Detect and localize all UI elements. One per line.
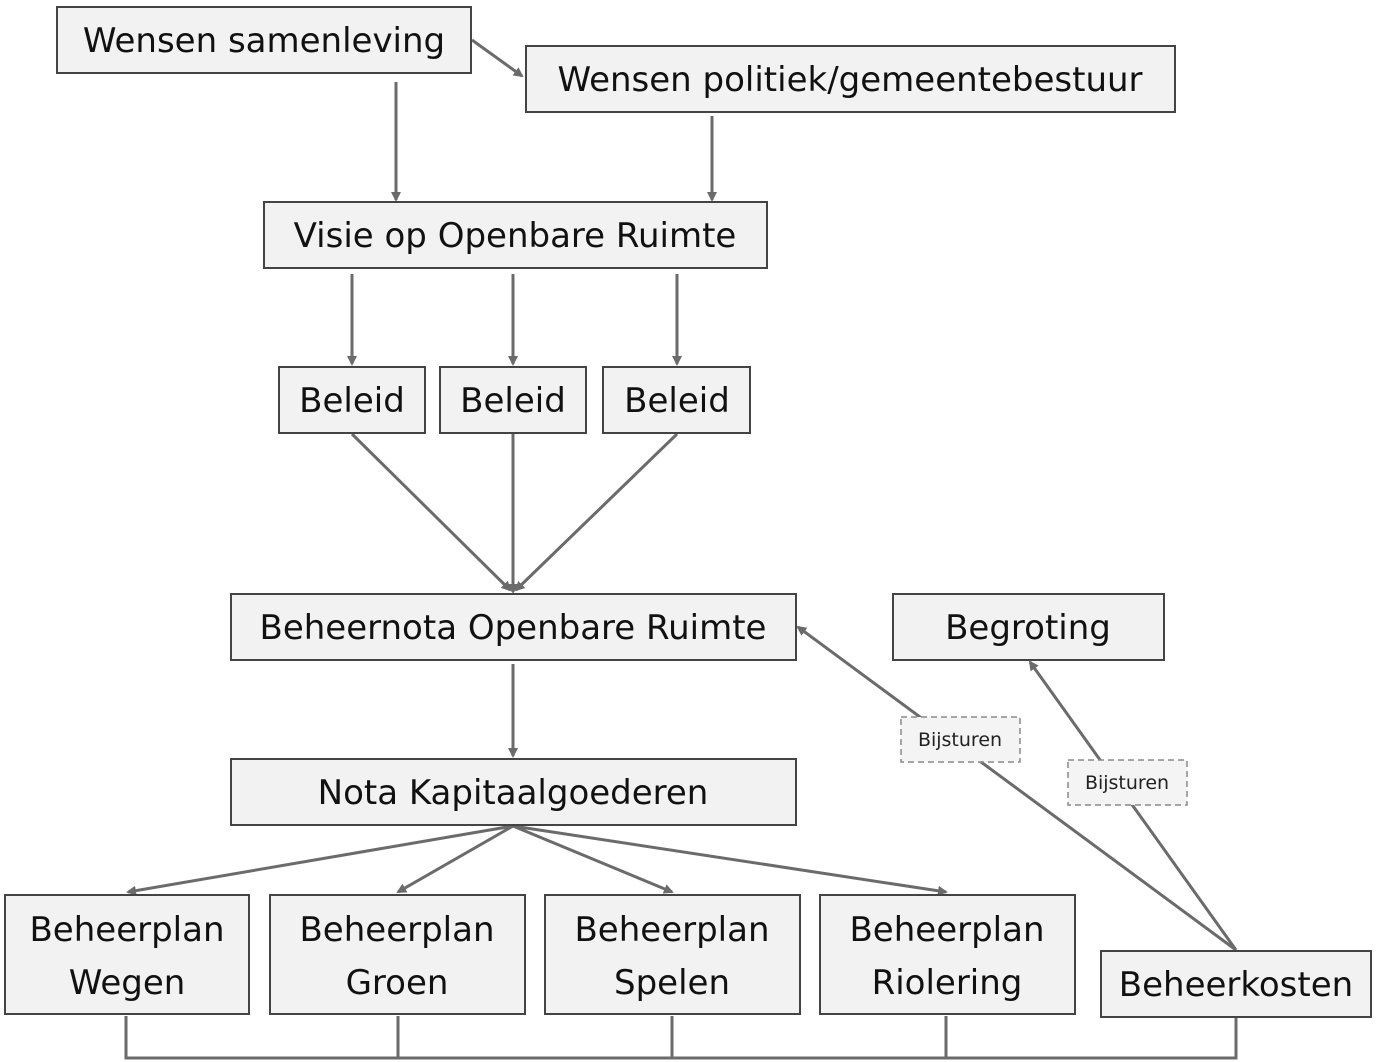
- edge-beleid-3-to-beheernota: [514, 432, 679, 592]
- note-label: Bijsturen: [1085, 772, 1169, 794]
- node-beheernota: Beheernota Openbare Ruimte: [230, 593, 797, 661]
- edge-nota-to-beheerplan-spelen: [512, 824, 674, 894]
- node-beheerplan-groen: Beheerplan Groen: [269, 894, 526, 1015]
- node-beleid-3: Beleid: [602, 366, 751, 434]
- bottom-connector-line: [124, 1016, 1238, 1060]
- note-bijsturen-1: Bijsturen: [900, 716, 1021, 763]
- edge-nota-to-beheerplan-groen: [396, 824, 514, 894]
- edge-nota-to-beheerplan-wegen: [126, 824, 514, 896]
- node-beleid-2: Beleid: [439, 366, 587, 434]
- node-label: Nota Kapitaalgoederen: [318, 773, 709, 813]
- node-label: Beheerkosten: [1119, 965, 1353, 1005]
- node-wensen-samenleving: Wensen samenleving: [56, 6, 472, 74]
- node-label-line-1: Beheerplan: [29, 910, 224, 950]
- edge-samenleving-to-politiek: [471, 38, 524, 78]
- note-bijsturen-2: Bijsturen: [1067, 759, 1188, 806]
- node-nota-kapitaalgoederen: Nota Kapitaalgoederen: [230, 758, 797, 826]
- node-label: Wensen samenleving: [83, 21, 445, 61]
- edge-nota-to-beheerplan-riolering: [512, 824, 948, 896]
- node-label: Beleid: [299, 381, 405, 421]
- node-label-line-1: Beheerplan: [574, 910, 769, 950]
- node-label-line-1: Beheerplan: [849, 910, 1044, 950]
- node-beleid-1: Beleid: [278, 366, 426, 434]
- node-label: Begroting: [945, 608, 1111, 648]
- node-label: Wensen politiek/gemeentebestuur: [557, 60, 1142, 100]
- edge-beleid-1-to-beheernota: [350, 432, 512, 592]
- node-beheerplan-riolering: Beheerplan Riolering: [819, 894, 1076, 1015]
- node-wensen-politiek: Wensen politiek/gemeentebestuur: [525, 45, 1176, 113]
- node-label-line-2: Riolering: [872, 963, 1023, 1003]
- node-beheerkosten: Beheerkosten: [1100, 950, 1372, 1018]
- node-beheerplan-spelen: Beheerplan Spelen: [544, 894, 801, 1015]
- node-label-line-2: Wegen: [69, 963, 186, 1003]
- node-label-line-2: Spelen: [614, 963, 730, 1003]
- node-visie: Visie op Openbare Ruimte: [263, 201, 768, 269]
- node-label: Visie op Openbare Ruimte: [294, 216, 737, 256]
- node-beheerplan-wegen: Beheerplan Wegen: [4, 894, 250, 1015]
- note-label: Bijsturen: [918, 729, 1002, 751]
- node-begroting: Begroting: [892, 593, 1165, 661]
- node-label: Beleid: [460, 381, 566, 421]
- node-label: Beheernota Openbare Ruimte: [260, 608, 767, 648]
- edge-beheerkosten-to-beheernota: [796, 625, 1237, 952]
- edge-beheerkosten-to-begroting: [1028, 660, 1238, 951]
- node-label: Beleid: [624, 381, 730, 421]
- edges: [124, 38, 1238, 1060]
- node-label-line-2: Groen: [346, 963, 449, 1003]
- node-label-line-1: Beheerplan: [299, 910, 494, 950]
